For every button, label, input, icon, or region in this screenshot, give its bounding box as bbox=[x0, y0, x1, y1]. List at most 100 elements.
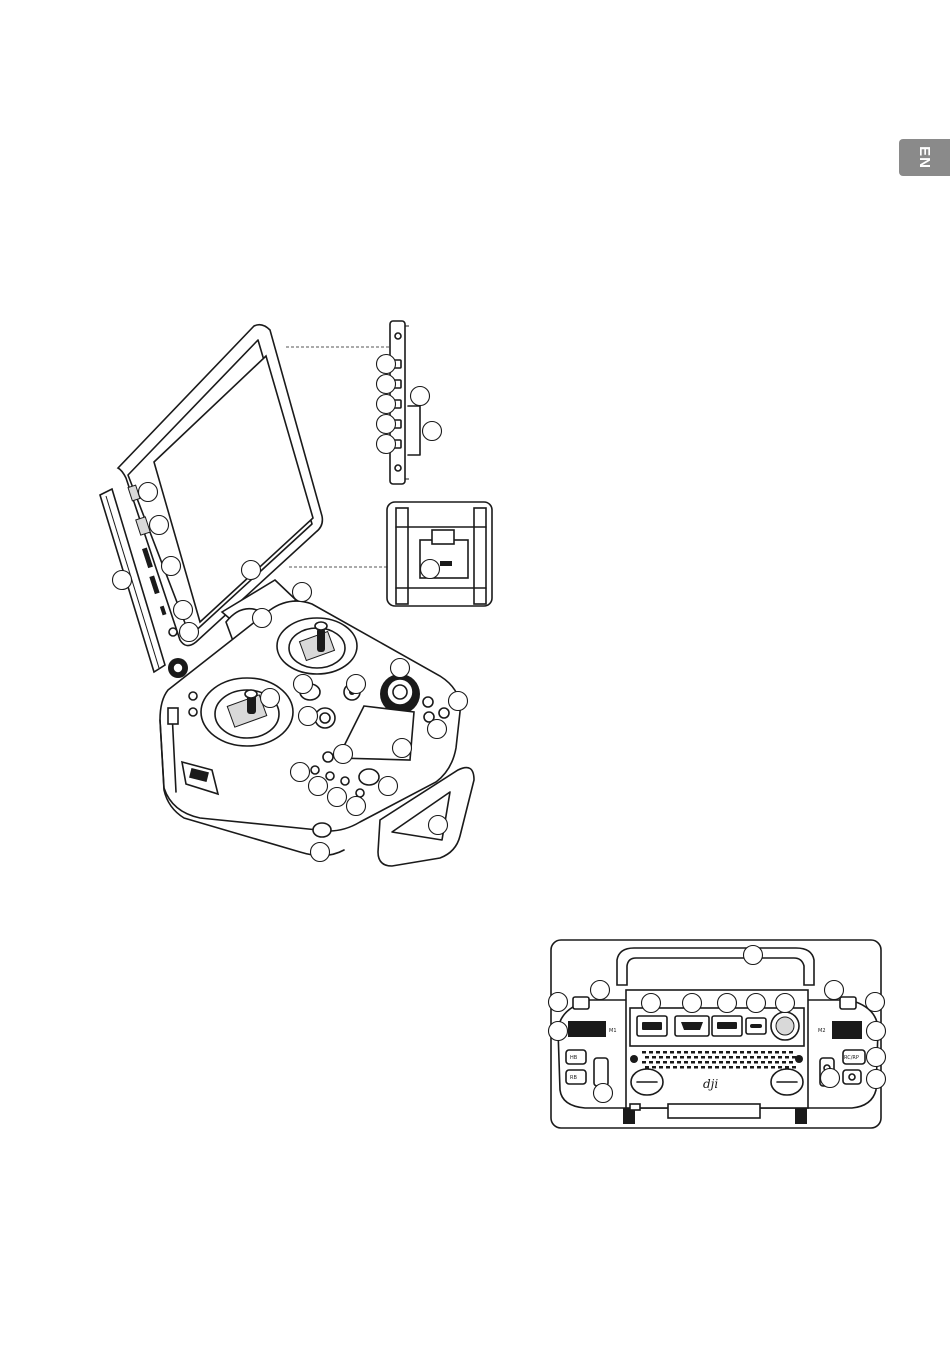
vent-slot bbox=[670, 1051, 674, 1054]
vent-slot bbox=[719, 1051, 723, 1054]
callout-marker bbox=[377, 415, 396, 434]
vent-slot bbox=[764, 1066, 768, 1069]
vent-slot bbox=[649, 1061, 653, 1064]
callout-marker bbox=[421, 560, 440, 579]
vent-slot bbox=[684, 1061, 688, 1064]
vent-slot bbox=[684, 1051, 688, 1054]
vent-slot bbox=[659, 1066, 663, 1069]
vent-slot bbox=[694, 1066, 698, 1069]
vent-slot bbox=[705, 1051, 709, 1054]
vent-slot bbox=[670, 1061, 674, 1064]
vent-slot bbox=[673, 1066, 677, 1069]
vent-slot bbox=[726, 1051, 730, 1054]
label-rc-rp: RC/RP bbox=[844, 1055, 859, 1061]
brand-logo: dji bbox=[703, 1077, 718, 1091]
callout-marker bbox=[429, 816, 448, 835]
vent-slot bbox=[733, 1051, 737, 1054]
callout-marker bbox=[449, 692, 468, 711]
vent-slot bbox=[712, 1051, 716, 1054]
callout-marker bbox=[776, 994, 795, 1013]
right-control-stick[interactable] bbox=[277, 618, 357, 674]
vent-slot bbox=[642, 1061, 646, 1064]
vent-slot bbox=[656, 1051, 660, 1054]
vent-slot bbox=[673, 1056, 677, 1059]
vent-slot bbox=[733, 1061, 737, 1064]
vent-slot bbox=[750, 1056, 754, 1059]
left-dial[interactable] bbox=[568, 1021, 606, 1037]
vent-slot bbox=[771, 1066, 775, 1069]
vent-slot bbox=[656, 1061, 660, 1064]
vent-slot bbox=[785, 1056, 789, 1059]
vent-slot bbox=[712, 1061, 716, 1064]
vent-slot bbox=[761, 1051, 765, 1054]
callout-marker bbox=[377, 435, 396, 454]
vent-slot bbox=[645, 1066, 649, 1069]
gimbal-dial[interactable] bbox=[315, 708, 335, 728]
vent-slot bbox=[782, 1051, 786, 1054]
vent-slot bbox=[775, 1051, 779, 1054]
vent-slot bbox=[775, 1061, 779, 1064]
vent-slot bbox=[743, 1056, 747, 1059]
vent-slot bbox=[680, 1066, 684, 1069]
c2-button[interactable] bbox=[840, 997, 856, 1009]
callout-marker bbox=[549, 993, 568, 1012]
vent-slot bbox=[687, 1066, 691, 1069]
callout-marker bbox=[866, 993, 885, 1012]
vent-slot bbox=[663, 1051, 667, 1054]
vent-slot bbox=[736, 1066, 740, 1069]
left-control-stick[interactable] bbox=[201, 678, 293, 746]
label-m2: M2 bbox=[818, 1028, 826, 1034]
vent-slot bbox=[708, 1066, 712, 1069]
vent-slot bbox=[649, 1051, 653, 1054]
vent-slot bbox=[768, 1051, 772, 1054]
label-m1: M1 bbox=[609, 1028, 617, 1034]
vent-slot bbox=[789, 1061, 793, 1064]
callout-marker bbox=[825, 981, 844, 1000]
vent-slot bbox=[715, 1056, 719, 1059]
vent-slot bbox=[782, 1061, 786, 1064]
callout-marker bbox=[377, 355, 396, 374]
vent-slot bbox=[694, 1056, 698, 1059]
vent-slot bbox=[677, 1061, 681, 1064]
vent-slot bbox=[645, 1056, 649, 1059]
vent-slot bbox=[677, 1051, 681, 1054]
vent-slot bbox=[652, 1066, 656, 1069]
camera-button[interactable] bbox=[843, 1070, 861, 1084]
callout-marker bbox=[261, 689, 280, 708]
label-rb: RB bbox=[570, 1075, 577, 1081]
vent-slot bbox=[750, 1066, 754, 1069]
vent-slot bbox=[701, 1056, 705, 1059]
right-dial[interactable] bbox=[832, 1021, 862, 1039]
callout-marker bbox=[423, 422, 442, 441]
vent-slot bbox=[680, 1056, 684, 1059]
vent-slot bbox=[771, 1056, 775, 1059]
vent-slot bbox=[764, 1056, 768, 1059]
callout-marker bbox=[591, 981, 610, 1000]
record-button[interactable] bbox=[359, 769, 379, 785]
callout-marker bbox=[391, 659, 410, 678]
mode-switch[interactable] bbox=[594, 1058, 608, 1086]
vent-slot bbox=[726, 1061, 730, 1064]
vent-slot bbox=[663, 1061, 667, 1064]
vent-slot bbox=[698, 1051, 702, 1054]
vent-slot bbox=[698, 1061, 702, 1064]
callout-marker bbox=[291, 763, 310, 782]
vent-slot bbox=[701, 1066, 705, 1069]
vent-slot bbox=[757, 1056, 761, 1059]
callout-marker bbox=[242, 561, 261, 580]
vent-slot bbox=[729, 1066, 733, 1069]
c1-button[interactable] bbox=[573, 997, 589, 1009]
vent-slot bbox=[761, 1061, 765, 1064]
callout-marker bbox=[379, 777, 398, 796]
callout-marker bbox=[294, 675, 313, 694]
vent-slot bbox=[747, 1051, 751, 1054]
callout-marker bbox=[311, 843, 330, 862]
callout-marker bbox=[174, 601, 193, 620]
callout-marker bbox=[162, 557, 181, 576]
callout-marker bbox=[150, 516, 169, 535]
vent-slot bbox=[719, 1061, 723, 1064]
vent-slot bbox=[757, 1066, 761, 1069]
vent-slot bbox=[691, 1051, 695, 1054]
label-hb: HB bbox=[570, 1055, 578, 1061]
